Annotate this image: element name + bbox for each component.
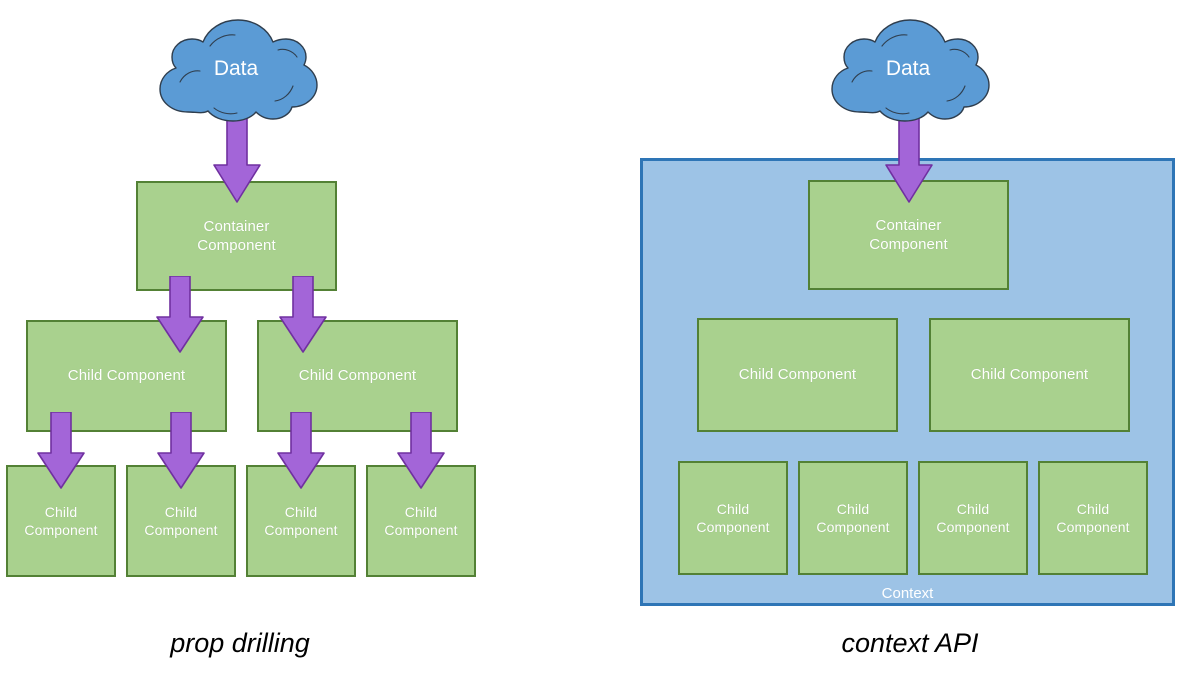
child-component-right-leaf-1[interactable]: Child Component	[678, 461, 788, 575]
arrow-child-2-to-leaf-4	[396, 412, 446, 491]
child-component-right-leaf-1-label: Child Component	[696, 500, 770, 535]
child-component-right-leaf-4[interactable]: Child Component	[1038, 461, 1148, 575]
child-component-right-leaf-4-label: Child Component	[1056, 500, 1130, 535]
child-component-left-mid-1[interactable]: Child Component	[26, 320, 227, 432]
child-component-right-leaf-2[interactable]: Child Component	[798, 461, 908, 575]
cloud-icon-left	[150, 16, 322, 124]
cloud-icon-right	[822, 16, 994, 124]
child-component-right-mid-2-label: Child Component	[970, 366, 1089, 384]
arrow-container-to-child-2	[278, 276, 328, 355]
child-component-right-leaf-3-label: Child Component	[936, 500, 1010, 535]
child-component-left-mid-1-label: Child Component	[67, 367, 186, 385]
child-component-left-leaf-3-label: Child Component	[264, 503, 338, 538]
arrow-child-1-to-leaf-2	[156, 412, 206, 491]
child-component-left-leaf-4-label: Child Component	[384, 503, 458, 538]
child-component-left-leaf-2[interactable]: Child Component	[126, 465, 236, 577]
child-component-right-mid-1-label: Child Component	[738, 366, 857, 384]
child-component-left-leaf-1-label: Child Component	[24, 503, 98, 538]
child-component-left-leaf-2-label: Child Component	[144, 503, 218, 538]
container-component-left-label: Container Component	[197, 217, 276, 255]
arrow-container-to-child-1	[155, 276, 205, 355]
arrow-child-1-to-leaf-1	[36, 412, 86, 491]
caption-context-api: context API	[841, 628, 979, 658]
child-component-left-mid-2-label: Child Component	[298, 367, 417, 385]
container-component-right-label: Container Component	[869, 216, 948, 254]
child-component-right-mid-1[interactable]: Child Component	[697, 318, 898, 432]
arrow-child-2-to-leaf-3	[276, 412, 326, 491]
child-component-right-mid-2[interactable]: Child Component	[929, 318, 1130, 432]
child-component-right-leaf-2-label: Child Component	[816, 500, 890, 535]
caption-prop-drilling: prop drilling	[170, 628, 310, 658]
context-label: Context	[881, 585, 934, 602]
child-component-right-leaf-3[interactable]: Child Component	[918, 461, 1028, 575]
